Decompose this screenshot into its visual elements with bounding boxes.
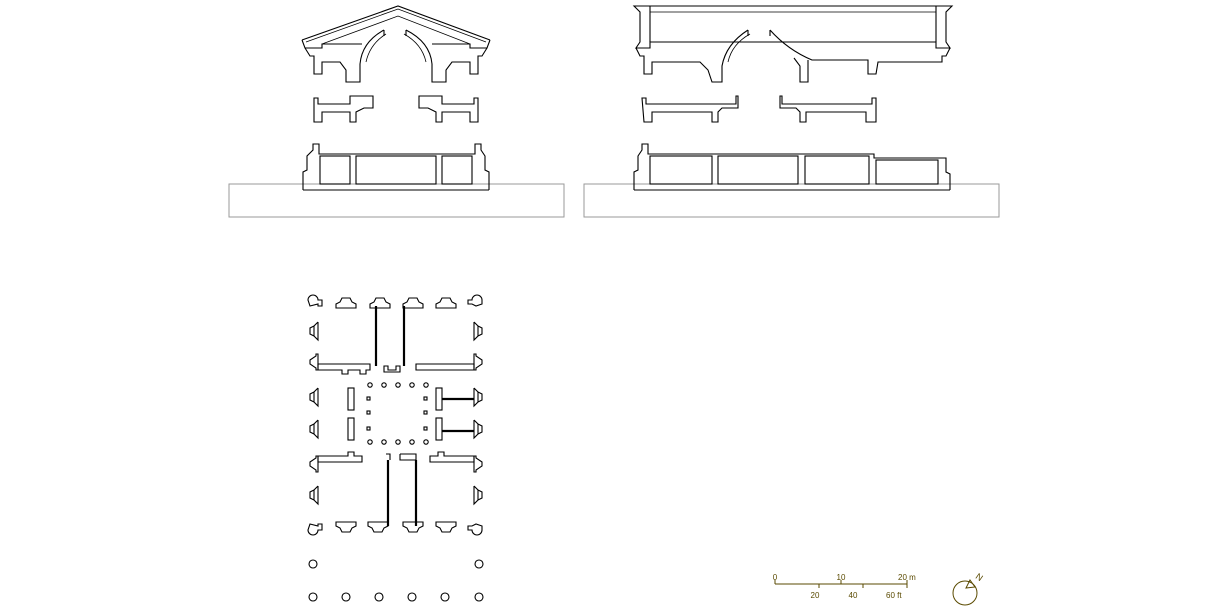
scale-label-60ft: 60 ft <box>886 591 902 600</box>
scale-label-20m: 20 m <box>898 573 916 582</box>
scale-label-20ft: 20 <box>811 591 820 600</box>
scale-label-0m: 0 <box>773 573 778 582</box>
middle-level <box>313 95 479 123</box>
scale-bar: 0 10 20 m 20 40 60 ft <box>773 573 916 600</box>
upper-arches <box>304 29 488 83</box>
plan-upper-walls <box>309 306 483 375</box>
side-elevation-section <box>583 5 1000 218</box>
north-label: N <box>974 571 985 583</box>
plan-bottom-row <box>307 521 483 536</box>
plan-side-piers <box>309 321 483 506</box>
scale-label-40ft: 40 <box>849 591 858 600</box>
plan-portico-columns <box>308 559 484 602</box>
ground-band-side <box>583 183 1000 218</box>
side-roof <box>632 5 954 49</box>
scale-label-10m: 10 <box>837 573 846 582</box>
plan-top-row <box>307 294 483 309</box>
floor-plan <box>307 294 484 602</box>
pediment <box>301 5 491 49</box>
compass-circle <box>952 580 978 606</box>
side-middle-level <box>641 95 877 123</box>
plan-lower-walls <box>309 451 483 526</box>
plan-central-colonnade <box>347 382 474 445</box>
front-elevation-section <box>228 5 565 218</box>
north-arrow: N <box>952 571 985 606</box>
north-arrow-icon <box>965 579 976 589</box>
side-upper-arcade <box>635 29 951 83</box>
lower-level <box>302 143 490 191</box>
side-lower-level <box>633 143 951 191</box>
ground-band-front <box>228 183 565 218</box>
